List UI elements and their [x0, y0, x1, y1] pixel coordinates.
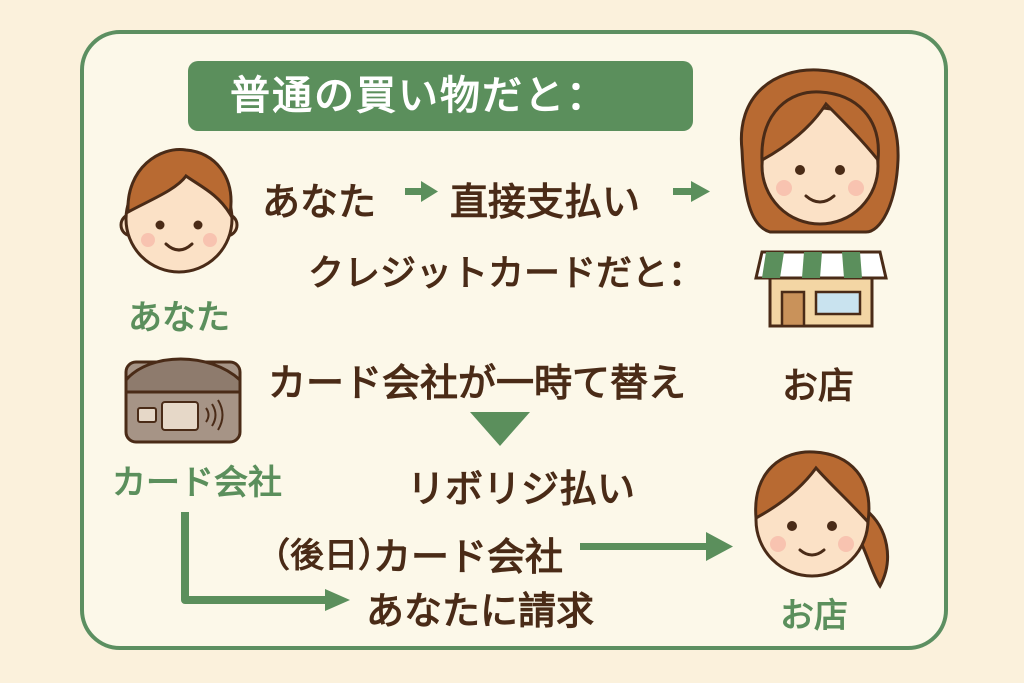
you-label: あなた — [128, 298, 230, 338]
header-title: 普通の買い物だと： — [230, 73, 608, 119]
credit-card-icon — [124, 357, 242, 444]
store-top-label: お店 — [782, 366, 855, 407]
arrow-small-2 — [673, 181, 710, 202]
header-banner: 普通の買い物だと： — [188, 61, 693, 131]
woman-face-icon — [739, 68, 900, 234]
flow1-you-text: あなた — [262, 180, 377, 224]
arrow-small-1 — [405, 181, 438, 202]
boy-face-icon — [119, 148, 239, 274]
step1-text: カード会社が一時て替え — [268, 361, 687, 405]
step2-text: リボリジ払い — [407, 467, 636, 511]
credit-heading: クレジットカードだと： — [308, 253, 705, 294]
arrow-card-to-bill — [181, 512, 350, 611]
step3-bill: あなたに請求 — [366, 589, 595, 633]
flow1-action-text: 直接支払い — [450, 180, 641, 224]
arrow-down-triangle — [470, 412, 530, 446]
store-icon — [754, 250, 888, 328]
store-bottom-label: お店 — [780, 596, 848, 636]
step3-company: カード会社 — [373, 535, 564, 579]
step3-prefix: （後日） — [256, 536, 392, 576]
card-company-label: カード会社 — [112, 463, 282, 503]
arrow-to-store-bottom — [580, 532, 733, 561]
woman-ponytail-face-icon — [754, 450, 889, 589]
